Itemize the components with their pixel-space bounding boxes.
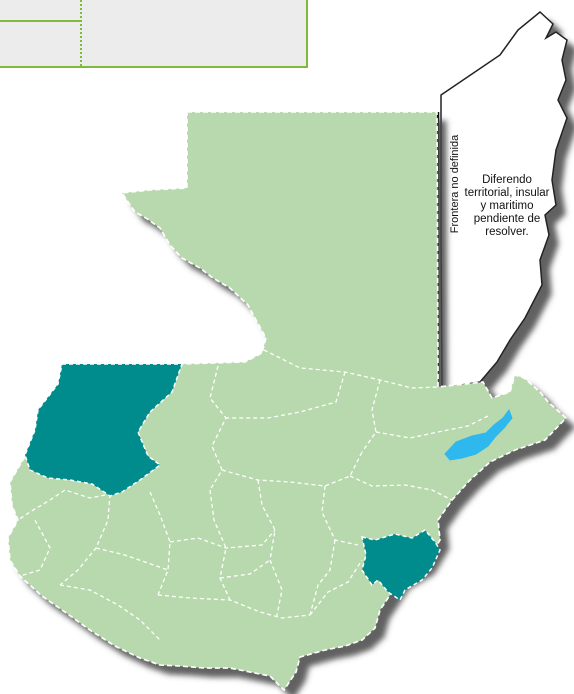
highlighted-department-chiquimula [361, 529, 441, 602]
belize-dispute-note: Diferendo territorial, insular y maritim… [464, 174, 550, 238]
legend-divider [0, 20, 82, 22]
legend-column-divider [80, 0, 82, 66]
undefined-border-label: Frontera no definida [447, 116, 463, 252]
lake-izabal [444, 408, 513, 461]
legend-box [0, 0, 308, 68]
belize-territory [440, 11, 568, 389]
highlighted-department-huehuetenango [24, 363, 184, 497]
undefined-border-text: Frontera no definida [449, 134, 461, 234]
